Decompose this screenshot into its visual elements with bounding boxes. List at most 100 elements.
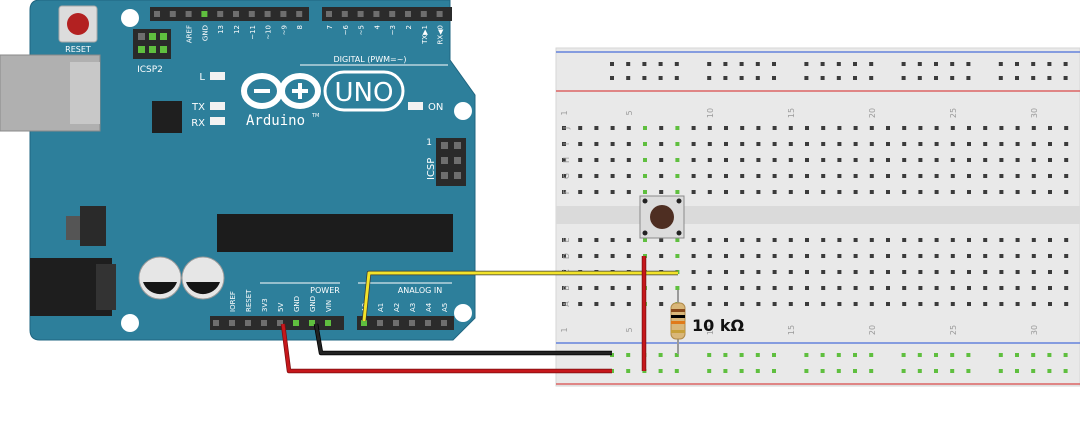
column-number-label: 10 [706, 325, 715, 335]
header-pin [326, 11, 332, 17]
breadboard-hole [788, 174, 793, 178]
breadboard-hole [578, 190, 583, 194]
breadboard-hole [788, 286, 793, 290]
rail-hole [998, 353, 1003, 357]
rail-hole [934, 353, 938, 357]
breadboard-hole [886, 286, 890, 290]
breadboard-hole [691, 158, 696, 162]
breadboard-hole [562, 302, 566, 306]
power-jack-front [96, 264, 116, 310]
rail-hole [1015, 353, 1019, 357]
breadboard-hole [983, 158, 988, 162]
rail-hole [674, 369, 679, 373]
breadboard-hole [740, 158, 745, 162]
breadboard-hole [967, 142, 971, 146]
rail-hole [707, 62, 712, 66]
board-pcb [29, 0, 476, 341]
rail-hole [869, 76, 874, 80]
header-pin [325, 320, 331, 326]
breadboard-hole [967, 190, 971, 194]
breadboard-hole [610, 158, 615, 162]
breadboard-hole [788, 302, 793, 306]
rail-hole [707, 369, 712, 373]
breadboard-hole [869, 158, 874, 162]
breadboard-hole [999, 158, 1004, 162]
rail-hole [626, 76, 631, 80]
breadboard-hole [788, 158, 793, 162]
breadboard-hole [562, 126, 566, 130]
breadboard-hole [740, 238, 745, 242]
breadboard-hole [562, 158, 566, 162]
header-pin [280, 11, 287, 17]
breadboard-hole [1064, 174, 1069, 178]
analog-pin-label: A1 [377, 303, 385, 312]
breadboard-hole [967, 126, 971, 130]
breadboard-hole [610, 302, 615, 306]
reset-button-cap[interactable] [67, 13, 89, 35]
breadboard-hole [675, 174, 680, 178]
breadboard-hole [837, 238, 842, 242]
voltage-regulator-body [80, 206, 106, 246]
breadboard-hole [805, 158, 809, 162]
breadboard-hole [1064, 190, 1069, 194]
rail-hole [1015, 76, 1019, 80]
header-pin [264, 11, 271, 17]
breadboard-hole [788, 142, 793, 146]
digital-section-label: DIGITAL (PWM=~) [333, 55, 406, 64]
breadboard-hole [740, 254, 745, 258]
breadboard-hole [918, 270, 923, 274]
breadboard-hole [1015, 302, 1020, 306]
rail-hole [901, 369, 906, 373]
rail-hole [998, 369, 1003, 373]
breadboard-hole [756, 286, 761, 290]
breadboard-hole [707, 302, 712, 306]
breadboard-hole [967, 302, 971, 306]
breadboard-hole [724, 158, 728, 162]
breadboard-hole [934, 190, 939, 194]
rail-hole [723, 369, 728, 373]
breadboard-hole [756, 254, 761, 258]
breadboard-hole [724, 286, 728, 290]
led-tx [210, 102, 225, 110]
rail-hole [610, 62, 614, 66]
center-channel [556, 206, 1080, 224]
breadboard-hole [562, 142, 566, 146]
header-pin [441, 157, 448, 164]
rail-hole [755, 369, 760, 373]
column-number-label: 25 [949, 108, 958, 118]
breadboard-hole [1048, 270, 1052, 274]
breadboard-hole [934, 142, 939, 146]
breadboard-hole [805, 190, 809, 194]
breadboard-hole [886, 302, 890, 306]
breadboard-hole [578, 254, 583, 258]
breadboard-hole [983, 142, 988, 146]
breadboard-hole [643, 190, 647, 194]
breadboard-hole [707, 142, 712, 146]
breadboard-hole [756, 174, 761, 178]
breadboard-hole [999, 286, 1004, 290]
digital-pin-label: ~10 [265, 25, 273, 40]
breadboard-hole [950, 302, 955, 306]
breadboard-hole [902, 286, 907, 290]
header-pin [169, 11, 176, 17]
breadboard-hole [724, 190, 728, 194]
breadboard-hole [691, 254, 696, 258]
resistor: 10 kΩ [670, 290, 744, 354]
rail-hole [707, 353, 712, 357]
digital-pin-label: 4 [373, 24, 381, 29]
led-l [210, 72, 225, 80]
header-pin [420, 11, 427, 17]
digital-pin-label: ~9 [280, 25, 288, 35]
rail-hole [1063, 369, 1068, 373]
breadboard-hole [837, 190, 842, 194]
header-pin [213, 320, 219, 326]
breadboard-hole [934, 126, 939, 130]
reset-label: RESET [65, 45, 91, 54]
breadboard-hole [837, 126, 842, 130]
breadboard-hole [610, 174, 615, 178]
rail-hole [658, 353, 663, 357]
breadboard-hole [1031, 174, 1036, 178]
usb-connector-face [70, 62, 100, 124]
rail-hole [739, 369, 744, 373]
